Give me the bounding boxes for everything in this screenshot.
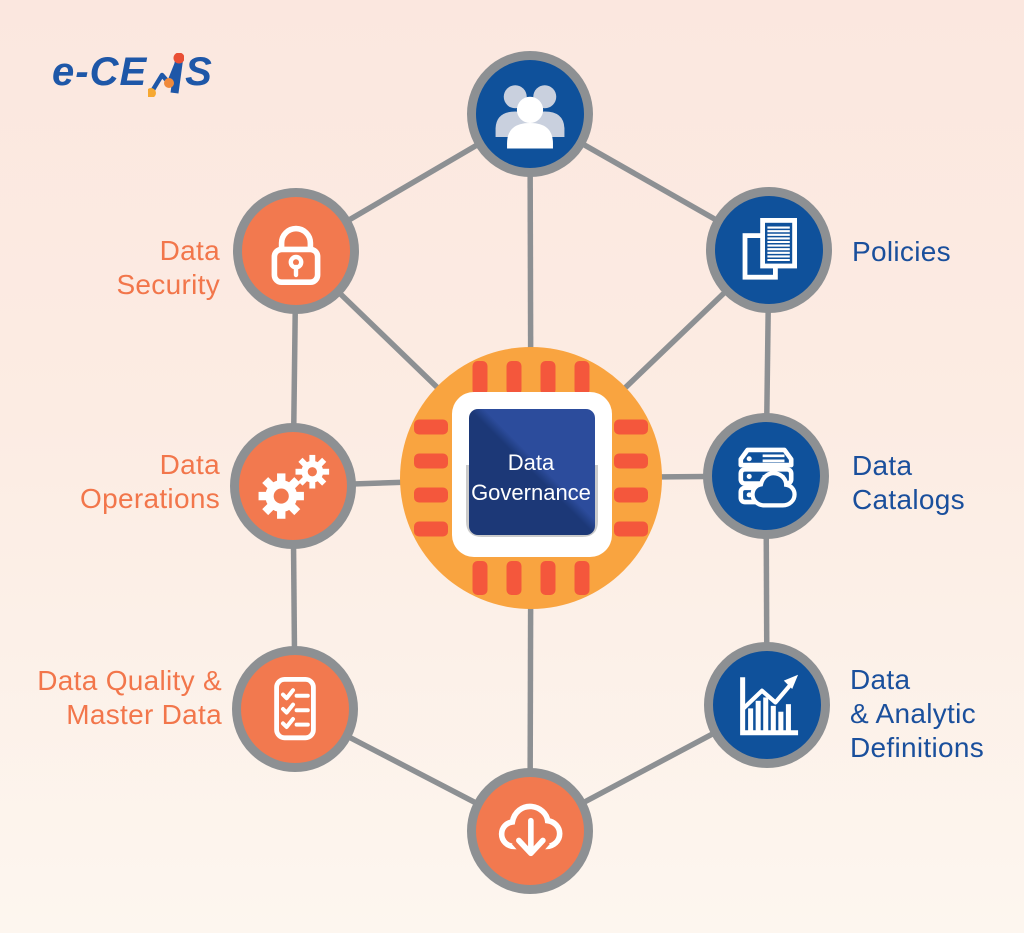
label-line: Security <box>116 269 220 300</box>
label-data-operations: Data Operations <box>20 448 220 516</box>
bar-chart-growth-icon <box>740 674 799 736</box>
label-policies: Policies <box>852 235 1022 269</box>
label-data-security: Data Security <box>20 234 220 302</box>
label-line: Data <box>850 664 911 695</box>
label-line: Catalogs <box>852 484 965 515</box>
logo-n-glyph-icon <box>148 53 185 97</box>
label-line: Definitions <box>850 732 985 763</box>
label-line: Data <box>159 449 220 480</box>
team-icon <box>495 85 565 149</box>
lock-icon <box>271 225 321 285</box>
node-data-catalogs <box>703 413 829 539</box>
hub-label-line: Governance <box>471 480 591 505</box>
gears-icon <box>258 454 330 519</box>
node-data-security <box>233 188 359 314</box>
label-data-quality-master-data: Data Quality & Master Data <box>14 664 222 732</box>
processor-chip-icon <box>400 347 662 609</box>
label-line: Master Data <box>66 699 222 730</box>
node-data-operations <box>230 423 356 549</box>
label-line: Data <box>159 235 220 266</box>
label-line: Operations <box>80 483 220 514</box>
hub-label: Data Governance <box>400 347 662 609</box>
label-line: Data Quality & <box>37 665 222 696</box>
label-data-analytic-definitions: Data & Analytic Definitions <box>850 663 1024 765</box>
label-line: & Analytic <box>850 698 976 729</box>
node-data-quality-master-data <box>232 646 358 772</box>
label-line: Data <box>852 450 913 481</box>
logo-text-prefix: e-CE <box>52 50 148 94</box>
label-data-catalogs: Data Catalogs <box>852 449 1022 517</box>
cloud-download-icon <box>498 803 563 866</box>
label-line: Policies <box>852 236 951 267</box>
logo-text-suffix: S <box>185 50 213 94</box>
hub-data-governance <box>400 347 662 609</box>
documents-icon <box>742 218 797 280</box>
node-data-analytic-definitions <box>704 642 830 768</box>
node-team <box>467 51 593 177</box>
hub-label-line: Data <box>507 450 555 475</box>
node-policies <box>706 187 832 313</box>
node-cloud-download <box>467 768 593 894</box>
checklist-icon <box>274 677 316 741</box>
server-cloud-icon <box>738 447 797 508</box>
ecens-logo: e-CE S <box>52 50 213 97</box>
